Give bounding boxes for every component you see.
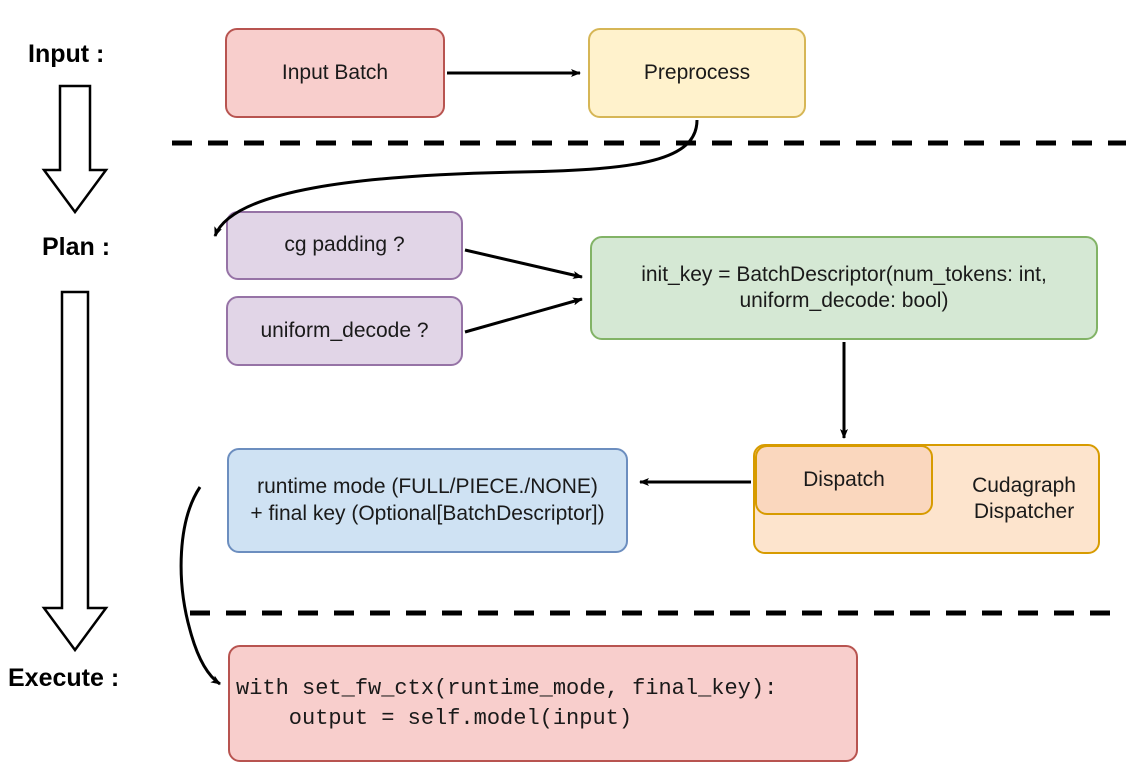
big-arrow-input-to-plan xyxy=(41,84,109,215)
node-input-batch[interactable]: Input Batch xyxy=(225,28,445,118)
node-dispatch[interactable]: Dispatch xyxy=(755,445,933,515)
edge-uniform-decode-to-init-key xyxy=(464,297,583,334)
node-init-key-label: init_key = BatchDescriptor(num_tokens: i… xyxy=(641,262,1047,312)
node-preprocess-label: Preprocess xyxy=(643,60,751,84)
node-execute-code[interactable]: with set_fw_ctx(runtime_mode, final_key)… xyxy=(228,645,858,762)
node-execute-code-label: with set_fw_ctx(runtime_mode, final_key)… xyxy=(236,675,778,731)
node-dispatch-label: Dispatch xyxy=(803,467,885,491)
edge-cg-padding-to-init-key xyxy=(464,248,583,279)
node-cudagraph-dispatcher-label: Cudagraph Dispatcher xyxy=(972,473,1076,523)
node-cg-padding-label: cg padding ? xyxy=(284,233,405,257)
node-cg-padding[interactable]: cg padding ? xyxy=(226,211,463,280)
node-input-batch-label: Input Batch xyxy=(281,60,389,84)
node-uniform-decode[interactable]: uniform_decode ? xyxy=(226,296,463,366)
node-runtime-mode-label: runtime mode (FULL/PIECE./NONE) + final … xyxy=(250,475,605,525)
stage-label-execute: Execute : xyxy=(8,664,120,692)
stage-label-plan: Plan : xyxy=(42,233,111,261)
node-uniform-decode-label: uniform_decode ? xyxy=(260,318,429,342)
node-runtime-mode[interactable]: runtime mode (FULL/PIECE./NONE) + final … xyxy=(227,448,628,553)
node-preprocess[interactable]: Preprocess xyxy=(588,28,806,118)
node-init-key[interactable]: init_key = BatchDescriptor(num_tokens: i… xyxy=(590,236,1098,340)
big-arrow-plan-to-execute xyxy=(41,290,109,653)
edge-runtime-mode-to-execute xyxy=(179,486,221,686)
stage-label-input: Input : xyxy=(28,40,105,68)
